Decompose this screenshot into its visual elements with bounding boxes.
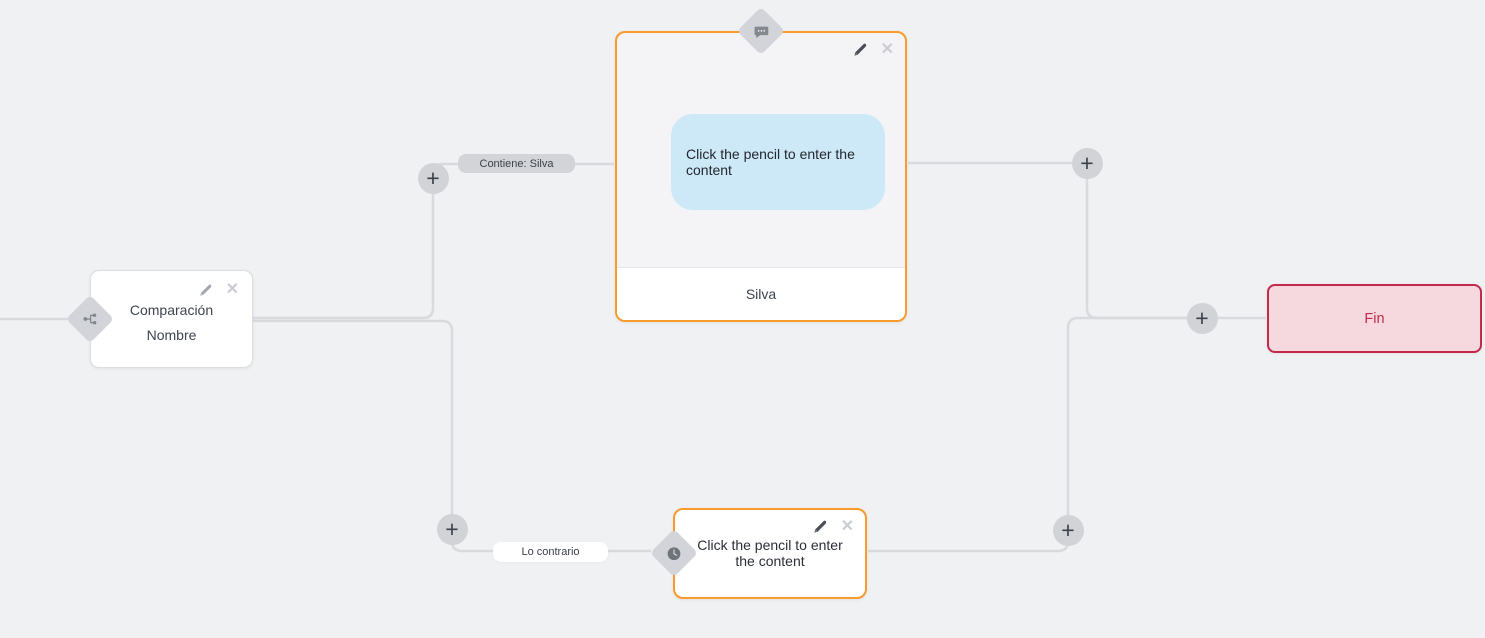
delete-message-icon[interactable]: ✕ — [880, 41, 894, 58]
condition-type-badge — [65, 294, 115, 344]
edit-message-icon[interactable] — [852, 42, 868, 58]
delay-placeholder-text: Click the pencil to enter the content — [697, 537, 843, 569]
add-node-button-top-left[interactable]: + — [417, 162, 449, 194]
delete-delay-icon[interactable]: ✕ — [840, 518, 854, 535]
add-node-button-bottom-left[interactable]: + — [436, 513, 468, 545]
delay-type-badge — [649, 528, 698, 578]
wire-condition-to-delay — [253, 319, 651, 553]
end-node[interactable]: Fin — [1267, 284, 1482, 353]
condition-value: Nombre — [146, 327, 197, 343]
message-bubble: Click the pencil to enter the content — [671, 114, 885, 210]
wire-message-to-end — [908, 161, 1266, 320]
message-footer: Silva — [617, 267, 905, 320]
pencil-icon — [853, 43, 866, 56]
edge-label-otherwise[interactable]: Lo contrario — [493, 542, 608, 562]
edit-delay-icon[interactable] — [812, 519, 828, 535]
message-variable-label: Silva — [745, 286, 777, 302]
edit-condition-icon[interactable] — [198, 283, 213, 298]
chat-bubble-icon — [754, 25, 769, 37]
pencil-icon — [813, 520, 826, 533]
condition-text: Comparación Nombre — [91, 298, 252, 348]
edge-label-contains[interactable]: Contiene: Silva — [458, 154, 575, 173]
add-node-button-bottom-right[interactable]: + — [1052, 514, 1084, 546]
end-node-label: Fin — [1364, 310, 1385, 327]
branch-icon — [83, 313, 97, 325]
add-node-button-before-end[interactable]: + — [1186, 302, 1218, 334]
delete-condition-icon[interactable]: ✕ — [225, 281, 239, 298]
message-placeholder-text: Click the pencil to enter the content — [686, 146, 855, 178]
clock-icon — [667, 546, 680, 560]
pencil-icon — [199, 283, 211, 296]
condition-node[interactable]: ✕ Comparación Nombre — [65, 270, 253, 368]
message-type-badge — [736, 6, 786, 55]
message-node[interactable]: ✕ Click the pencil to enter the content … — [615, 6, 907, 322]
add-node-button-top-right[interactable]: + — [1071, 147, 1103, 179]
condition-title: Comparación — [129, 302, 214, 318]
delay-node[interactable]: ✕ Click the pencil to enter the content — [649, 508, 867, 599]
wire-delay-to-end — [868, 316, 1202, 553]
